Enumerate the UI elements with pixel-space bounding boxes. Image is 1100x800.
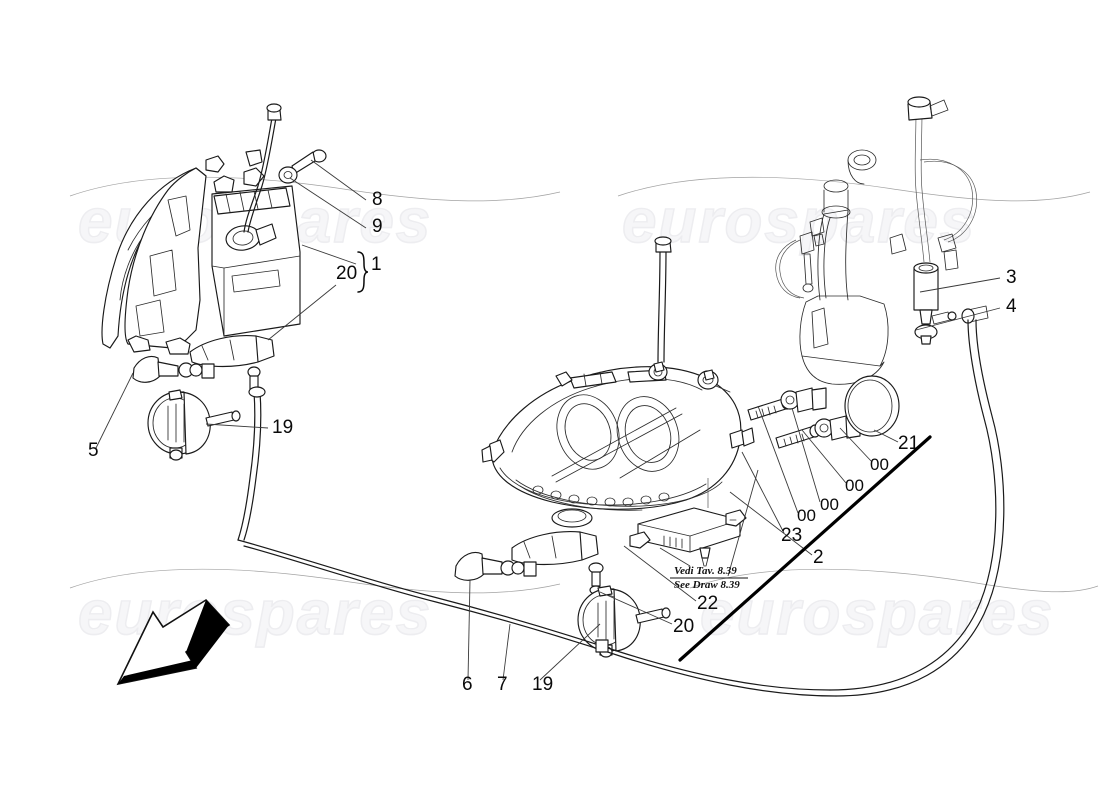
callout-label: 00	[845, 476, 864, 495]
callout-label: 7	[497, 674, 508, 695]
reference-note-italian: Vedi Tav. 8.39	[674, 565, 737, 577]
callout-label: 8	[372, 189, 383, 210]
callout-label: 00	[820, 495, 839, 514]
reference-note-english: See Draw 8.39	[674, 579, 740, 591]
washer-reservoir	[775, 96, 989, 385]
callout-label: 5	[88, 440, 99, 461]
ecu-module	[629, 478, 747, 567]
callout-label: 20	[673, 616, 694, 637]
screw-item-8	[291, 149, 327, 175]
callout-label: 22	[697, 593, 718, 614]
section-divider	[678, 435, 932, 662]
bracket-group-1-20	[357, 251, 369, 293]
callout-label: 9	[372, 216, 383, 237]
fog-lamp-left	[147, 389, 241, 461]
fastener-cluster	[747, 375, 900, 449]
washer-pump-item-3	[913, 262, 957, 325]
callout-label: 6	[462, 674, 473, 695]
headlamp-assembly-main	[481, 236, 755, 528]
grommet-item-4	[914, 324, 938, 345]
washer-item-9	[278, 166, 298, 184]
callout-label: 4	[1006, 296, 1017, 317]
callout-label: 00	[870, 455, 889, 474]
callout-label: 21	[898, 433, 919, 454]
callout-label: 3	[1006, 267, 1017, 288]
callout-label: 20	[336, 263, 357, 284]
callout-label: 00	[797, 506, 816, 525]
callout-label: 19	[272, 417, 293, 438]
callout-labels: 8 9 1 20 5 19 3 4 21 00 00 00 00 23 2 22…	[88, 189, 1017, 695]
callout-label: 19	[532, 674, 553, 695]
leader-lines	[95, 159, 1001, 681]
lower-nozzle-assembly	[237, 319, 1005, 697]
fog-lamp-lower	[577, 585, 671, 658]
reference-note: Vedi Tav. 8.39 See Draw 8.39	[670, 565, 748, 591]
watermark-swoosh	[69, 176, 1099, 594]
callout-label: 23	[781, 525, 802, 546]
direction-arrow	[116, 598, 231, 686]
headlamp-housing-left	[101, 103, 327, 541]
callout-label: 2	[813, 547, 824, 568]
callout-label: 1	[371, 254, 382, 275]
